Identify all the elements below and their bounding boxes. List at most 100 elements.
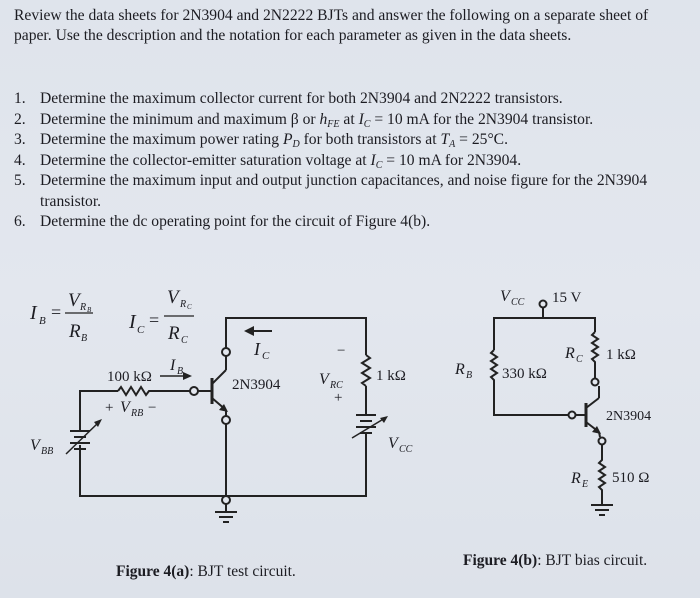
symbol-sub: D (292, 139, 300, 150)
question-text: Determine the minimum and maximum β or (40, 110, 320, 128)
label-ib: I (169, 357, 176, 374)
question-number: 4. (14, 151, 26, 169)
question-text: Determine the maximum input and output j… (40, 172, 648, 210)
question-4: 4. Determine the collector-emitter satur… (14, 151, 694, 172)
label-vcc-b-sub: CC (511, 297, 525, 308)
terminal-collector-b (590, 377, 600, 387)
symbol-p: P (282, 131, 293, 148)
symbol-sub: C (375, 159, 383, 171)
label-ic: I (253, 339, 261, 359)
formula-ib-den: R (68, 321, 81, 342)
formula-eq: = (149, 310, 159, 330)
label-rc-b-value: 1 kΩ (606, 347, 636, 363)
resistor-rc-b (590, 331, 600, 378)
intro-paragraph: Review the data sheets for 2N3904 and 2N… (14, 7, 649, 44)
label-vrb: V (120, 399, 132, 416)
formula-ib-den-sub: B (81, 333, 87, 344)
symbol-i: I (358, 110, 364, 128)
formula-ic-den: R (167, 323, 180, 344)
question-3: 3. Determine the maximum power rating PD… (14, 130, 694, 151)
arrow-right-icon (160, 372, 192, 380)
label-vrc: V (319, 371, 331, 388)
terminal-emitter (221, 415, 231, 425)
label-vrc-plus: + (334, 390, 342, 406)
label-ib-sub: B (177, 366, 183, 377)
terminal-collector (221, 347, 231, 357)
label-vrc-sub: RC (329, 380, 343, 391)
figure-4b-circuit: V CC 15 V R B 330 kΩ R C 1 kΩ 2N3904 R E… (454, 288, 651, 516)
label-rc-value: 1 kΩ (376, 368, 406, 384)
transistor-2n3904-b (576, 386, 601, 438)
question-text: at (339, 110, 359, 128)
wire-rb-top (493, 308, 544, 350)
question-text: = 10 mA for 2N3904. (382, 151, 522, 169)
label-vcc-sub: CC (399, 444, 413, 455)
formula-ic: I C = V R C R C (128, 287, 194, 346)
question-list: 1. Determine the maximum collector curre… (14, 89, 694, 233)
terminal-vcc (538, 299, 548, 309)
ground-icon (591, 504, 613, 516)
label-re-sub: E (581, 479, 588, 490)
terminal-base (189, 386, 199, 396)
label-rb-value: 100 kΩ (107, 369, 152, 385)
question-number: 2. (14, 110, 26, 128)
question-number: 6. (14, 213, 26, 230)
label-vbb: V (30, 437, 42, 454)
label-transistor-a: 2N3904 (232, 377, 281, 393)
label-re: R (570, 470, 581, 487)
label-transistor-b: 2N3904 (606, 409, 651, 424)
resistor-rc (360, 354, 372, 387)
label-vcc-value: 15 V (552, 290, 581, 306)
caption-figure-4b: Figure 4(b): BJT bias circuit. (463, 552, 647, 570)
caption-figure-4a: Figure 4(a): BJT test circuit. (116, 563, 296, 581)
formula-ic-lhs-sub: C (137, 324, 145, 336)
question-5: 5. Determine the maximum input and outpu… (14, 171, 694, 212)
formula-ic-num-sub: R (179, 299, 186, 310)
resistor-rb-b (489, 349, 568, 416)
label-rb-b-sub: B (466, 370, 472, 381)
label-ic-sub: C (262, 350, 270, 362)
figure-4a-circuit: 100 kΩ I B I C 2N3904 + V RB − − V RC + … (30, 317, 413, 523)
formula-ib-num-subsub: B (87, 306, 92, 314)
wire-base-left (79, 390, 118, 431)
formula-ib: I B = V R B R B (29, 290, 93, 344)
question-text: Determine the dc operating point for the… (40, 213, 431, 230)
formula-ib-num: V (68, 290, 82, 311)
question-1: 1. Determine the maximum collector curre… (14, 89, 694, 110)
terminal-base-b (567, 410, 577, 420)
caption-figure-4b-label: Figure 4(b) (463, 552, 538, 569)
battery-vbb (65, 419, 102, 455)
label-rb-b: R (454, 361, 465, 378)
label-vbb-sub: BB (41, 446, 53, 457)
caption-figure-4a-text: : BJT test circuit. (189, 563, 296, 580)
formula-ic-den-sub: C (181, 335, 188, 346)
question-text: Determine the collector-emitter saturati… (40, 151, 371, 169)
question-text: = 10 mA for the 2N3904 transistor. (370, 110, 594, 128)
formula-ib-lhs: I (29, 302, 38, 324)
question-6: 6. Determine the dc operating point for … (14, 212, 694, 233)
wire-rc-top (543, 317, 596, 332)
label-vrb-plus: + (105, 400, 113, 416)
symbol-i: I (370, 151, 376, 169)
label-vrc-minus: − (337, 343, 345, 359)
wire-ground-loop (79, 433, 367, 497)
question-text: Determine the maximum power rating (40, 131, 283, 148)
label-vcc: V (388, 435, 400, 452)
terminal-ground (221, 495, 231, 505)
caption-figure-4a-label: Figure 4(a) (116, 563, 190, 580)
label-rc-b-sub: C (576, 354, 583, 365)
formula-ic-num-subsub: C (187, 303, 192, 311)
formula-ib-num-sub: R (79, 302, 86, 313)
question-text: Determine the maximum collector current … (40, 90, 563, 107)
symbol-sub: FE (327, 118, 340, 130)
symbol-t: T (440, 131, 450, 148)
resistor-re (597, 445, 607, 505)
formula-eq: = (51, 302, 61, 322)
ground-icon (215, 504, 237, 523)
formula-ic-lhs: I (128, 311, 137, 333)
label-rb-b-value: 330 kΩ (502, 366, 547, 382)
formula-ib-lhs-sub: B (39, 315, 46, 327)
formula-ic-num: V (167, 287, 181, 308)
label-rc-b: R (564, 345, 575, 362)
